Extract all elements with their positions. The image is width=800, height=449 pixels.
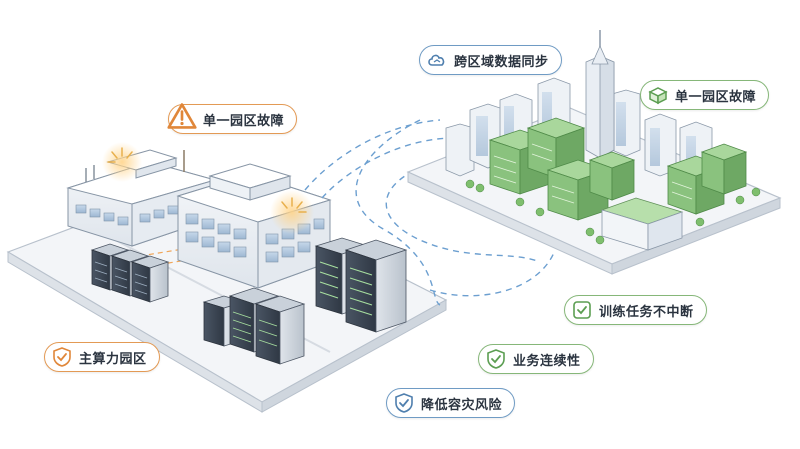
main-park-text: 主算力园区: [79, 351, 147, 367]
continuity-text: 业务连续性: [513, 353, 581, 369]
left-server-racks: [90, 237, 408, 365]
continuity-label: 业务连续性: [478, 344, 594, 374]
right-fault-label: 单一园区故障: [640, 80, 770, 110]
training-text: 训练任务不中断: [599, 304, 694, 320]
right-city-buildings: [445, 30, 761, 251]
risk-text: 降低容灾风险: [421, 397, 503, 413]
sync-text: 跨区域数据同步: [454, 54, 549, 70]
shield-check-icon: [485, 348, 507, 370]
right-fault-text: 单一园区故障: [675, 89, 757, 105]
spark-icon: [107, 147, 307, 213]
left-fault-label: 单一园区故障: [167, 103, 298, 134]
tree-icon: [465, 179, 761, 245]
sync-connection-lines: [304, 119, 556, 306]
shield-check-icon: [393, 392, 415, 414]
sync-label: 跨区域数据同步: [419, 45, 562, 75]
shield-check-icon: [571, 299, 593, 321]
shield-check-icon: [51, 346, 73, 368]
cloud-sync-icon: [426, 49, 448, 71]
training-label: 训练任务不中断: [564, 295, 707, 325]
left-fault-text: 单一园区故障: [203, 113, 285, 129]
warning-triangle-icon: [167, 103, 197, 130]
box-building-icon: [647, 84, 669, 106]
main-park-label: 主算力园区: [44, 342, 160, 372]
risk-label: 降低容灾风险: [386, 388, 516, 418]
